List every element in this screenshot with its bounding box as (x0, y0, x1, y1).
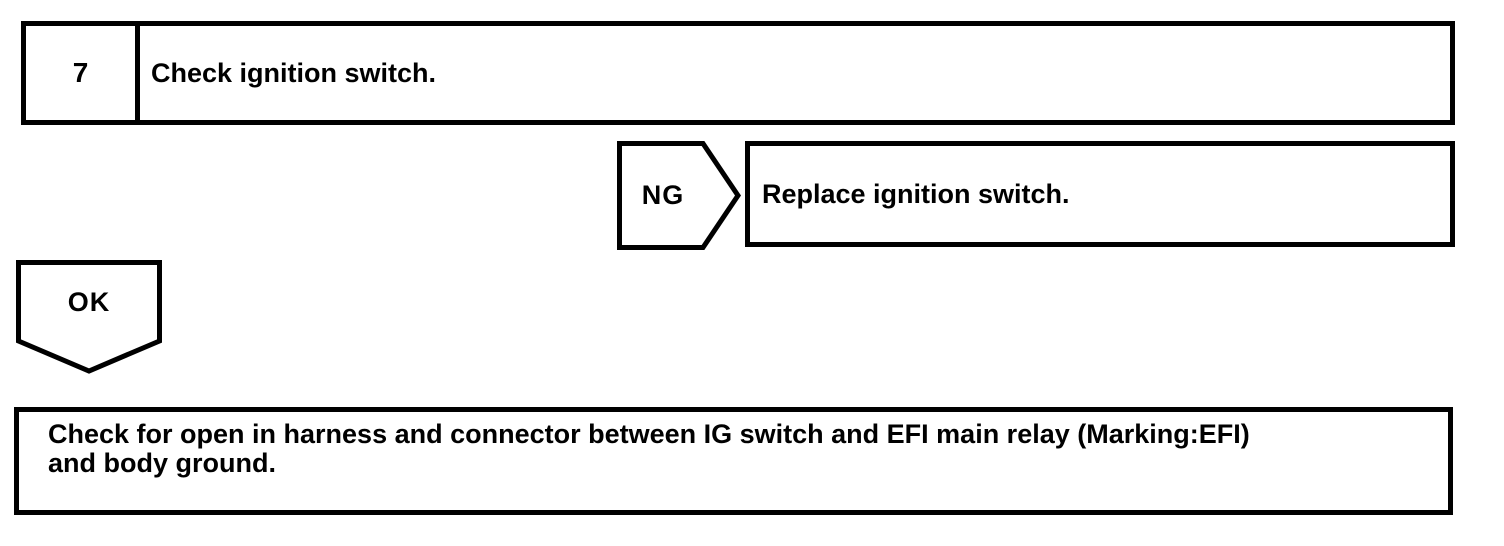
ng-label-container: NG (617, 141, 709, 250)
ng-action-box: Replace ignition switch. (745, 141, 1455, 247)
ok-label: OK (67, 286, 111, 317)
next-step-text-line1: Check for open in harness and connector … (48, 419, 1250, 449)
step-instruction-cell: Check ignition switch. (140, 26, 1450, 120)
ng-label: NG (641, 180, 685, 210)
ok-label-container: OK (16, 260, 162, 344)
ok-arrow-icon (16, 260, 162, 374)
next-step-text-line2: and body ground. (48, 448, 276, 478)
step-box: 7 Check ignition switch. (21, 21, 1455, 125)
step-number-cell: 7 (26, 26, 140, 120)
next-step-box: Check for open in harness and connector … (14, 407, 1453, 515)
ng-arrow-icon (617, 141, 741, 250)
ng-action-text: Replace ignition switch. (762, 178, 1070, 209)
step-instruction: Check ignition switch. (151, 57, 437, 88)
step-number: 7 (72, 57, 89, 88)
